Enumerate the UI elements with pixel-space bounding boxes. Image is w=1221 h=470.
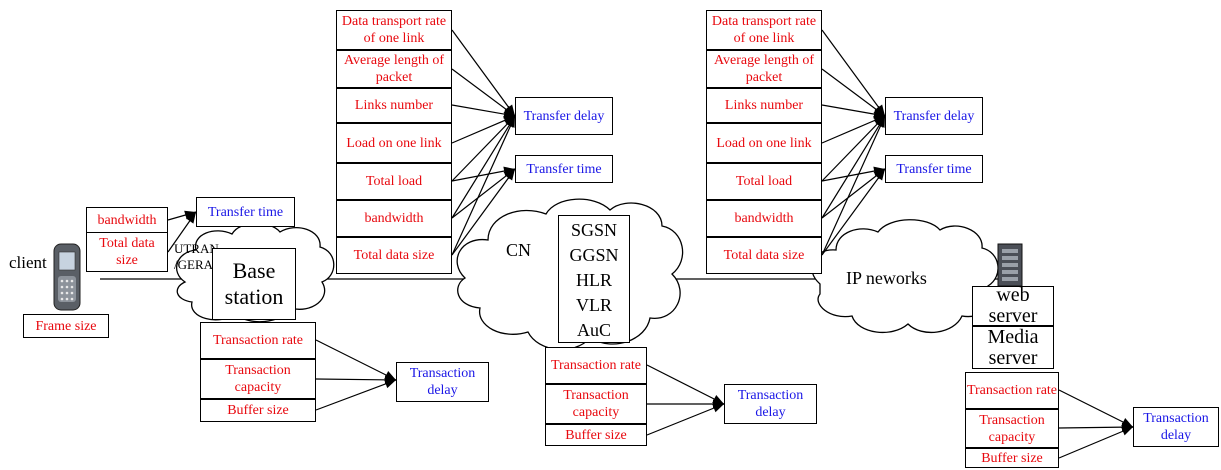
arrow-right-param-4-transfer-delay-line — [821, 115, 886, 182]
cn-node-hlr: HLR — [576, 269, 612, 290]
server-icon — [997, 243, 1023, 287]
client-label: client — [9, 253, 47, 272]
cn-node-vlr: VLR — [576, 294, 612, 315]
access-param-transaction-capacity: Transaction capacity — [200, 359, 316, 399]
arrow-ip-buffer-delay-line — [1058, 426, 1134, 459]
client-param-total-data-size: Total data size — [86, 232, 168, 272]
arrow-bs-capacity-delay-line — [315, 378, 397, 381]
arrow-bs-buffer-delay-arrowhead — [384, 379, 396, 389]
arrow-cn-buffer-delay-arrowhead — [712, 403, 724, 413]
base-station-node: Base station — [212, 248, 296, 320]
left-param-total-data-size: Total data size — [336, 237, 452, 274]
arrow-right-param-1-transfer-delay-line — [821, 68, 886, 117]
arrow-right-bandwidth-transfer-time-line — [821, 168, 886, 219]
arrow-left-param-4-transfer-delay-line — [451, 115, 516, 182]
left-param-bandwidth: bandwidth — [336, 200, 452, 237]
cn-param-buffer-size: Buffer size — [545, 424, 647, 446]
arrow-cn-buffer-delay-line — [646, 403, 725, 436]
client-transfer-time: Transfer time — [196, 197, 295, 227]
cn-param-transaction-rate: Transaction rate — [545, 347, 647, 384]
arrow-right-param-6-transfer-delay-arrowhead — [876, 116, 885, 128]
arrow-right-data-size-transfer-time-line — [821, 168, 886, 256]
arrow-ip-capacity-delay-line — [1058, 426, 1134, 429]
web-server-node: web server — [972, 285, 1054, 327]
client-param-bandwidth: bandwidth — [86, 207, 168, 233]
utran-geran-label: UTRAN /GERAN — [174, 241, 223, 272]
arrow-bs-buffer-delay-line — [315, 379, 397, 411]
arrow-left-param-3-transfer-delay-line — [451, 115, 516, 144]
left-transfer-delay: Transfer delay — [515, 97, 613, 135]
right-param-data-transport-rate: Data transport rate of one link — [706, 10, 822, 50]
left-param-links-number: Links number — [336, 88, 452, 123]
cn-node-sgsn: SGSN — [570, 219, 618, 240]
access-param-buffer-size: Buffer size — [200, 399, 316, 422]
arrow-right-param-3-transfer-delay-line — [821, 115, 886, 144]
arrow-left-param-5-transfer-delay-line — [451, 115, 516, 219]
cn-transaction-delay: Transaction delay — [724, 384, 817, 424]
ip-networks-label: IP neworks — [846, 268, 927, 288]
arrow-right-param-5-transfer-delay-line — [821, 115, 886, 219]
cn-node-stack: SGSN GGSN HLR VLR AuC — [558, 215, 630, 343]
arrow-left-param-6-transfer-delay-arrowhead — [506, 116, 515, 128]
access-transaction-delay: Transaction delay — [396, 362, 489, 402]
arrow-group — [167, 29, 1134, 459]
arrow-cn-rate-delay-line — [646, 364, 725, 405]
ip-param-transaction-capacity: Transaction capacity — [965, 409, 1059, 448]
arrow-left-param-0-transfer-delay-line — [451, 29, 516, 117]
arrow-left-param-6-transfer-delay-line — [451, 115, 516, 256]
right-param-total-load: Total load — [706, 163, 822, 200]
right-transfer-time: Transfer time — [885, 155, 983, 183]
left-param-average-packet-length: Average length of packet — [336, 50, 452, 88]
cn-param-transaction-capacity: Transaction capacity — [545, 384, 647, 424]
ip-transaction-delay: Transaction delay — [1133, 407, 1219, 447]
left-param-data-transport-rate: Data transport rate of one link — [336, 10, 452, 50]
right-param-load-on-one-link: Load on one link — [706, 123, 822, 163]
left-param-load-on-one-link: Load on one link — [336, 123, 452, 163]
right-param-total-data-size: Total data size — [706, 237, 822, 274]
media-server-node: Media server — [972, 326, 1054, 369]
arrow-left-data-size-transfer-time-arrowhead — [504, 169, 515, 181]
right-param-bandwidth: bandwidth — [706, 200, 822, 237]
arrow-right-param-0-transfer-delay-line — [821, 29, 886, 117]
arrow-bandwidth-transfer-time-arrowhead — [184, 210, 196, 220]
arrow-right-data-size-transfer-time-arrowhead — [874, 169, 885, 181]
right-transfer-delay: Transfer delay — [885, 97, 983, 135]
left-param-total-load: Total load — [336, 163, 452, 200]
cn-node-auc: AuC — [576, 319, 611, 340]
client-frame-size: Frame size — [23, 314, 109, 338]
arrow-bs-rate-delay-line — [315, 339, 397, 381]
arrow-left-bandwidth-transfer-time-line — [451, 168, 516, 219]
arrow-left-data-size-transfer-time-line — [451, 168, 516, 256]
mobile-phone-icon — [53, 243, 81, 311]
cn-label: CN — [506, 240, 532, 260]
left-transfer-time: Transfer time — [515, 155, 613, 183]
access-param-transaction-rate: Transaction rate — [200, 322, 316, 359]
right-param-average-packet-length: Average length of packet — [706, 50, 822, 88]
arrow-ip-buffer-delay-arrowhead — [1121, 427, 1133, 436]
arrow-ip-rate-delay-line — [1058, 389, 1134, 428]
ip-param-transaction-rate: Transaction rate — [965, 372, 1059, 409]
ip-param-buffer-size: Buffer size — [965, 448, 1059, 468]
right-param-links-number: Links number — [706, 88, 822, 123]
arrow-datasize-transfer-time-arrowhead — [186, 212, 196, 224]
arrow-right-param-6-transfer-delay-line — [821, 115, 886, 256]
arrow-left-param-1-transfer-delay-line — [451, 68, 516, 117]
cn-node-ggsn: GGSN — [569, 244, 619, 265]
